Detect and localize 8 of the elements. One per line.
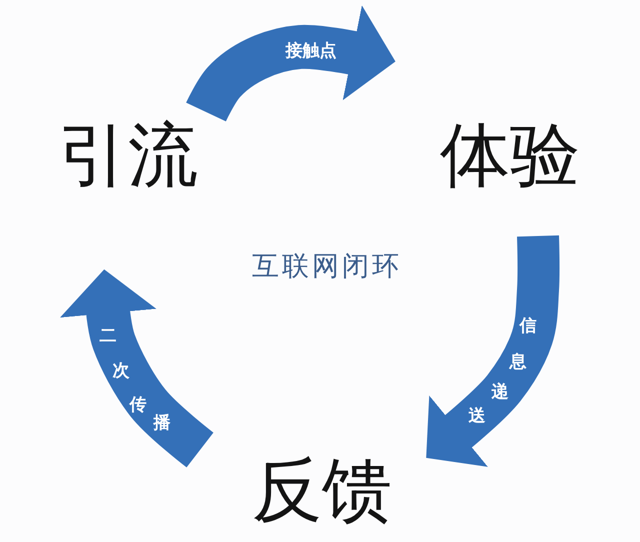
curved-arrow: [186, 5, 396, 122]
edge-label: 信息递送: [468, 318, 536, 424]
edge-label: 二次传播: [100, 328, 170, 432]
edge-label: 接触点: [286, 42, 336, 60]
stage-title: 反馈: [252, 455, 392, 525]
stage-title: 引流: [58, 120, 198, 190]
stage-title: 体验: [440, 120, 580, 190]
center-label: 互联网闭环: [252, 252, 402, 282]
